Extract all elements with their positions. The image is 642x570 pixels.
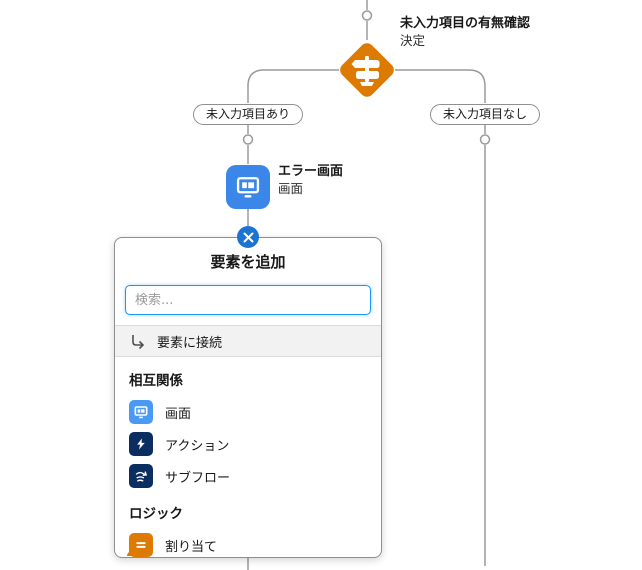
action-icon — [129, 432, 153, 456]
add-element-popup: 要素を追加 要素に接続 相互関係 — [114, 237, 382, 558]
subflow-icon — [129, 464, 153, 488]
popup-title: 要素を追加 — [210, 253, 286, 271]
search-wrap — [125, 285, 371, 315]
branch-label-left: 未入力項目あり — [192, 104, 304, 125]
branch-label-right: 未入力項目なし — [429, 104, 541, 125]
decision-title: 未入力項目の有無確認 — [400, 16, 531, 31]
close-icon — [243, 232, 253, 242]
screen-monitor-icon — [236, 177, 260, 198]
connect-to-element-label: 要素に接続 — [157, 335, 223, 351]
decision-signpost-icon — [351, 56, 380, 86]
decision-node-label: 未入力項目の有無確認 決定 — [400, 15, 530, 49]
screen-title: エラー画面 — [278, 164, 344, 179]
list-item-partial-icon — [127, 551, 151, 556]
connect-arrow-icon — [132, 335, 145, 349]
screen-icon — [129, 400, 153, 424]
menu-item-label: 画面 — [165, 406, 192, 422]
menu-item-subflow[interactable]: サブフロー — [115, 460, 381, 492]
screen-node-label: エラー画面 画面 — [278, 163, 343, 197]
menu-item-label: 割り当て — [165, 539, 218, 555]
menu-item-assignment[interactable]: 割り当て — [115, 529, 381, 557]
screen-subtitle: 画面 — [278, 181, 304, 196]
decision-node[interactable] — [335, 38, 399, 102]
screen-node[interactable] — [226, 165, 270, 209]
section-header-interaction: 相互関係 — [129, 373, 183, 389]
menu-item-screen[interactable]: 画面 — [115, 396, 381, 428]
section-header-logic: ロジック — [129, 506, 183, 522]
menu-item-label: アクション — [165, 438, 230, 454]
connect-to-element-item[interactable]: 要素に接続 — [115, 325, 381, 357]
close-button[interactable] — [237, 226, 259, 248]
menu-item-action[interactable]: アクション — [115, 428, 381, 460]
search-input[interactable] — [125, 285, 371, 315]
decision-subtitle: 決定 — [400, 33, 426, 48]
menu-item-label: サブフロー — [165, 470, 231, 486]
